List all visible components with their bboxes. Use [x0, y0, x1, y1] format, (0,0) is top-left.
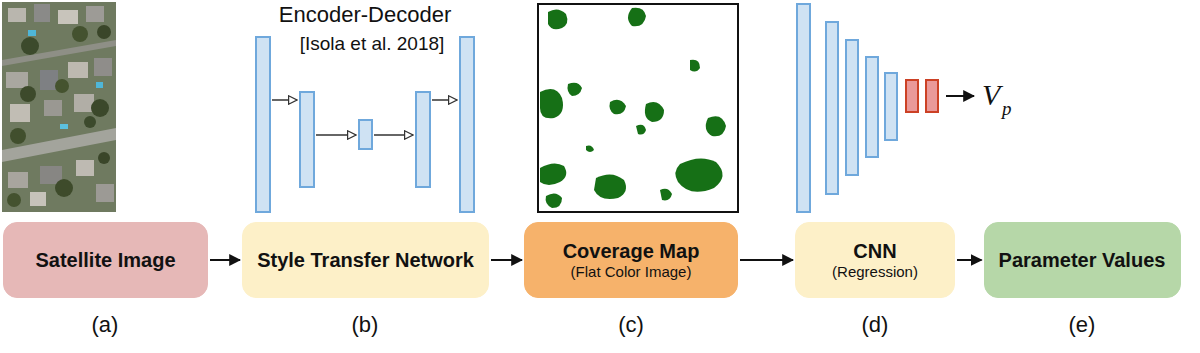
panel-letter: (e)	[1069, 312, 1096, 338]
flow-arrow	[491, 259, 522, 261]
citation: [Isola et al. 2018]	[300, 33, 445, 55]
math-symbol: V	[982, 78, 1000, 112]
data-box: Coverage Map(Flat Color Image)	[524, 222, 738, 298]
panel-letter: (c)	[618, 312, 644, 338]
section-title: Encoder-Decoder	[279, 2, 451, 28]
math-subscript: p	[1002, 98, 1012, 120]
satellite-image	[2, 2, 116, 212]
panel-letter: (d)	[862, 312, 889, 338]
input-box: Satellite Image	[3, 222, 208, 298]
flow-arrow	[210, 259, 240, 261]
coverage-map	[538, 4, 738, 212]
output-box: Parameter Values	[984, 222, 1181, 298]
panel-letter: (b)	[352, 312, 379, 338]
process-box: CNN(Regression)	[795, 222, 955, 298]
box-label: CNN	[853, 240, 896, 263]
box-sublabel: (Regression)	[832, 263, 918, 281]
box-sublabel: (Flat Color Image)	[571, 263, 692, 281]
flow-arrow	[740, 259, 793, 261]
skip-arrows	[272, 100, 457, 135]
box-label: Coverage Map	[563, 240, 700, 263]
box-label: Satellite Image	[35, 249, 175, 272]
process-box: Style Transfer Network	[242, 222, 489, 298]
box-label: Style Transfer Network	[257, 249, 474, 272]
flow-arrow	[957, 259, 982, 261]
cnn-graphic	[797, 4, 974, 212]
encoder-decoder-graphic	[256, 37, 474, 212]
panel-letter: (a)	[92, 312, 119, 338]
box-label: Parameter Values	[999, 249, 1166, 272]
